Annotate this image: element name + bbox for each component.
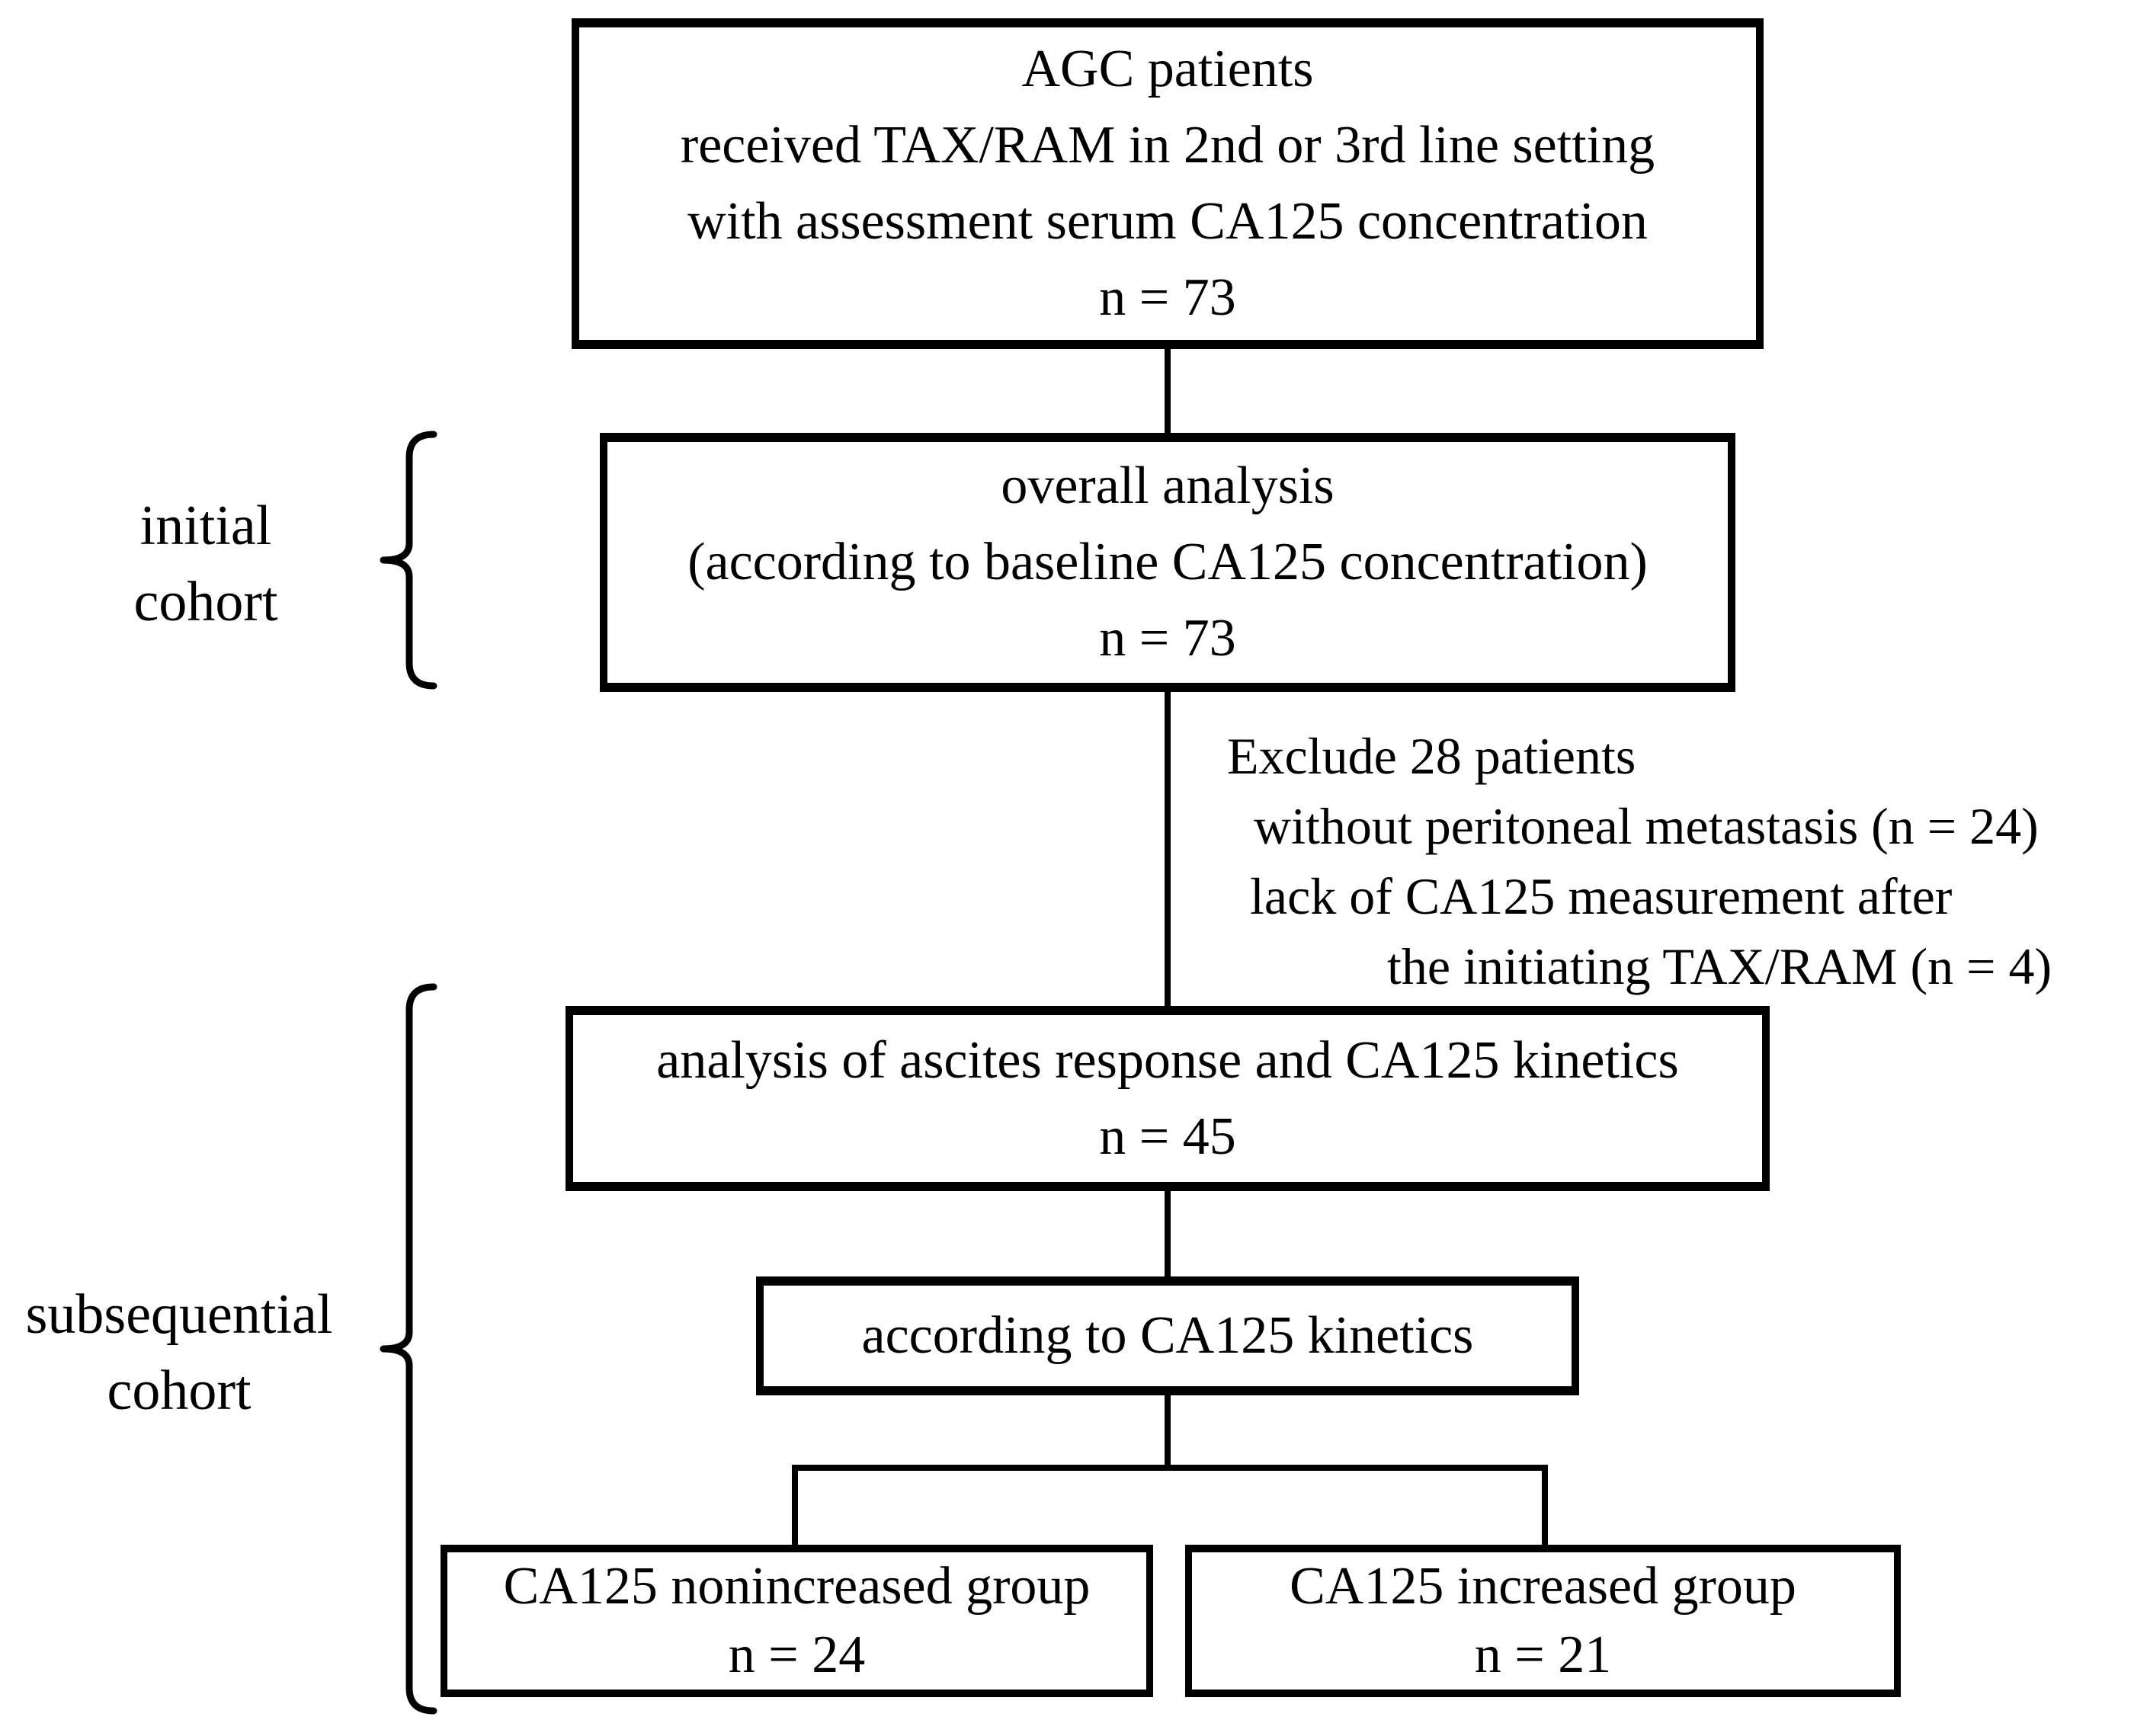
box-enrollment-count: n = 73 [1099,268,1236,327]
branch-connector [792,1465,1548,1552]
box-ascites-analysis-count: n = 45 [1099,1107,1236,1166]
brace-subsequential-cohort [380,983,437,1715]
box-ascites-analysis: analysis of ascites response and CA125 k… [566,1006,1770,1191]
brace-initial-cohort [380,431,437,690]
exclusion-note-line: the initiating TAX/RAM (n = 4) [1387,937,2052,995]
box-overall-analysis-line: overall analysis [1001,456,1335,515]
box-increased-line: CA125 increased group [1290,1557,1796,1616]
box-increased-count: n = 21 [1474,1625,1612,1684]
box-enrollment-line: received TAX/RAM in 2nd or 3rd line sett… [680,116,1655,175]
exclusion-note: Exclude 28 patients without peritoneal m… [1219,721,2052,1001]
label-subsequential-cohort-line: cohort [107,1360,252,1422]
box-enrollment-line: with assessment serum CA125 concentratio… [687,192,1648,251]
box-nonincreased-line: CA125 nonincreased group [503,1557,1091,1616]
box-overall-analysis-count: n = 73 [1099,609,1236,668]
label-subsequential-cohort-line: subsequential [25,1283,333,1346]
box-ca125-nonincreased-group: CA125 nonincreased group n = 24 [441,1545,1153,1697]
label-initial-cohort-line: initial [139,495,272,557]
label-initial-cohort-line: cohort [133,571,278,633]
box-kinetics: according to CA125 kinetics [756,1276,1579,1395]
box-ca125-increased-group: CA125 increased group n = 21 [1185,1545,1901,1697]
box-ascites-analysis-line: analysis of ascites response and CA125 k… [656,1030,1679,1090]
box-kinetics-line: according to CA125 kinetics [861,1306,1474,1365]
box-enrollment-line: AGC patients [1021,40,1314,98]
label-initial-cohort: initial cohort [53,488,358,640]
exclusion-note-line: lack of CA125 measurement after [1250,867,1953,925]
box-overall-analysis: overall analysis (according to baseline … [600,433,1735,692]
label-subsequential-cohort: subsequential cohort [8,1276,351,1429]
box-enrollment: AGC patients received TAX/RAM in 2nd or … [572,18,1764,349]
exclusion-note-line: Exclude 28 patients [1227,727,1636,785]
box-nonincreased-count: n = 24 [728,1625,866,1684]
exclusion-note-line: without peritoneal metastasis (n = 24) [1254,797,2039,855]
box-overall-analysis-line: (according to baseline CA125 concentrati… [687,533,1648,591]
